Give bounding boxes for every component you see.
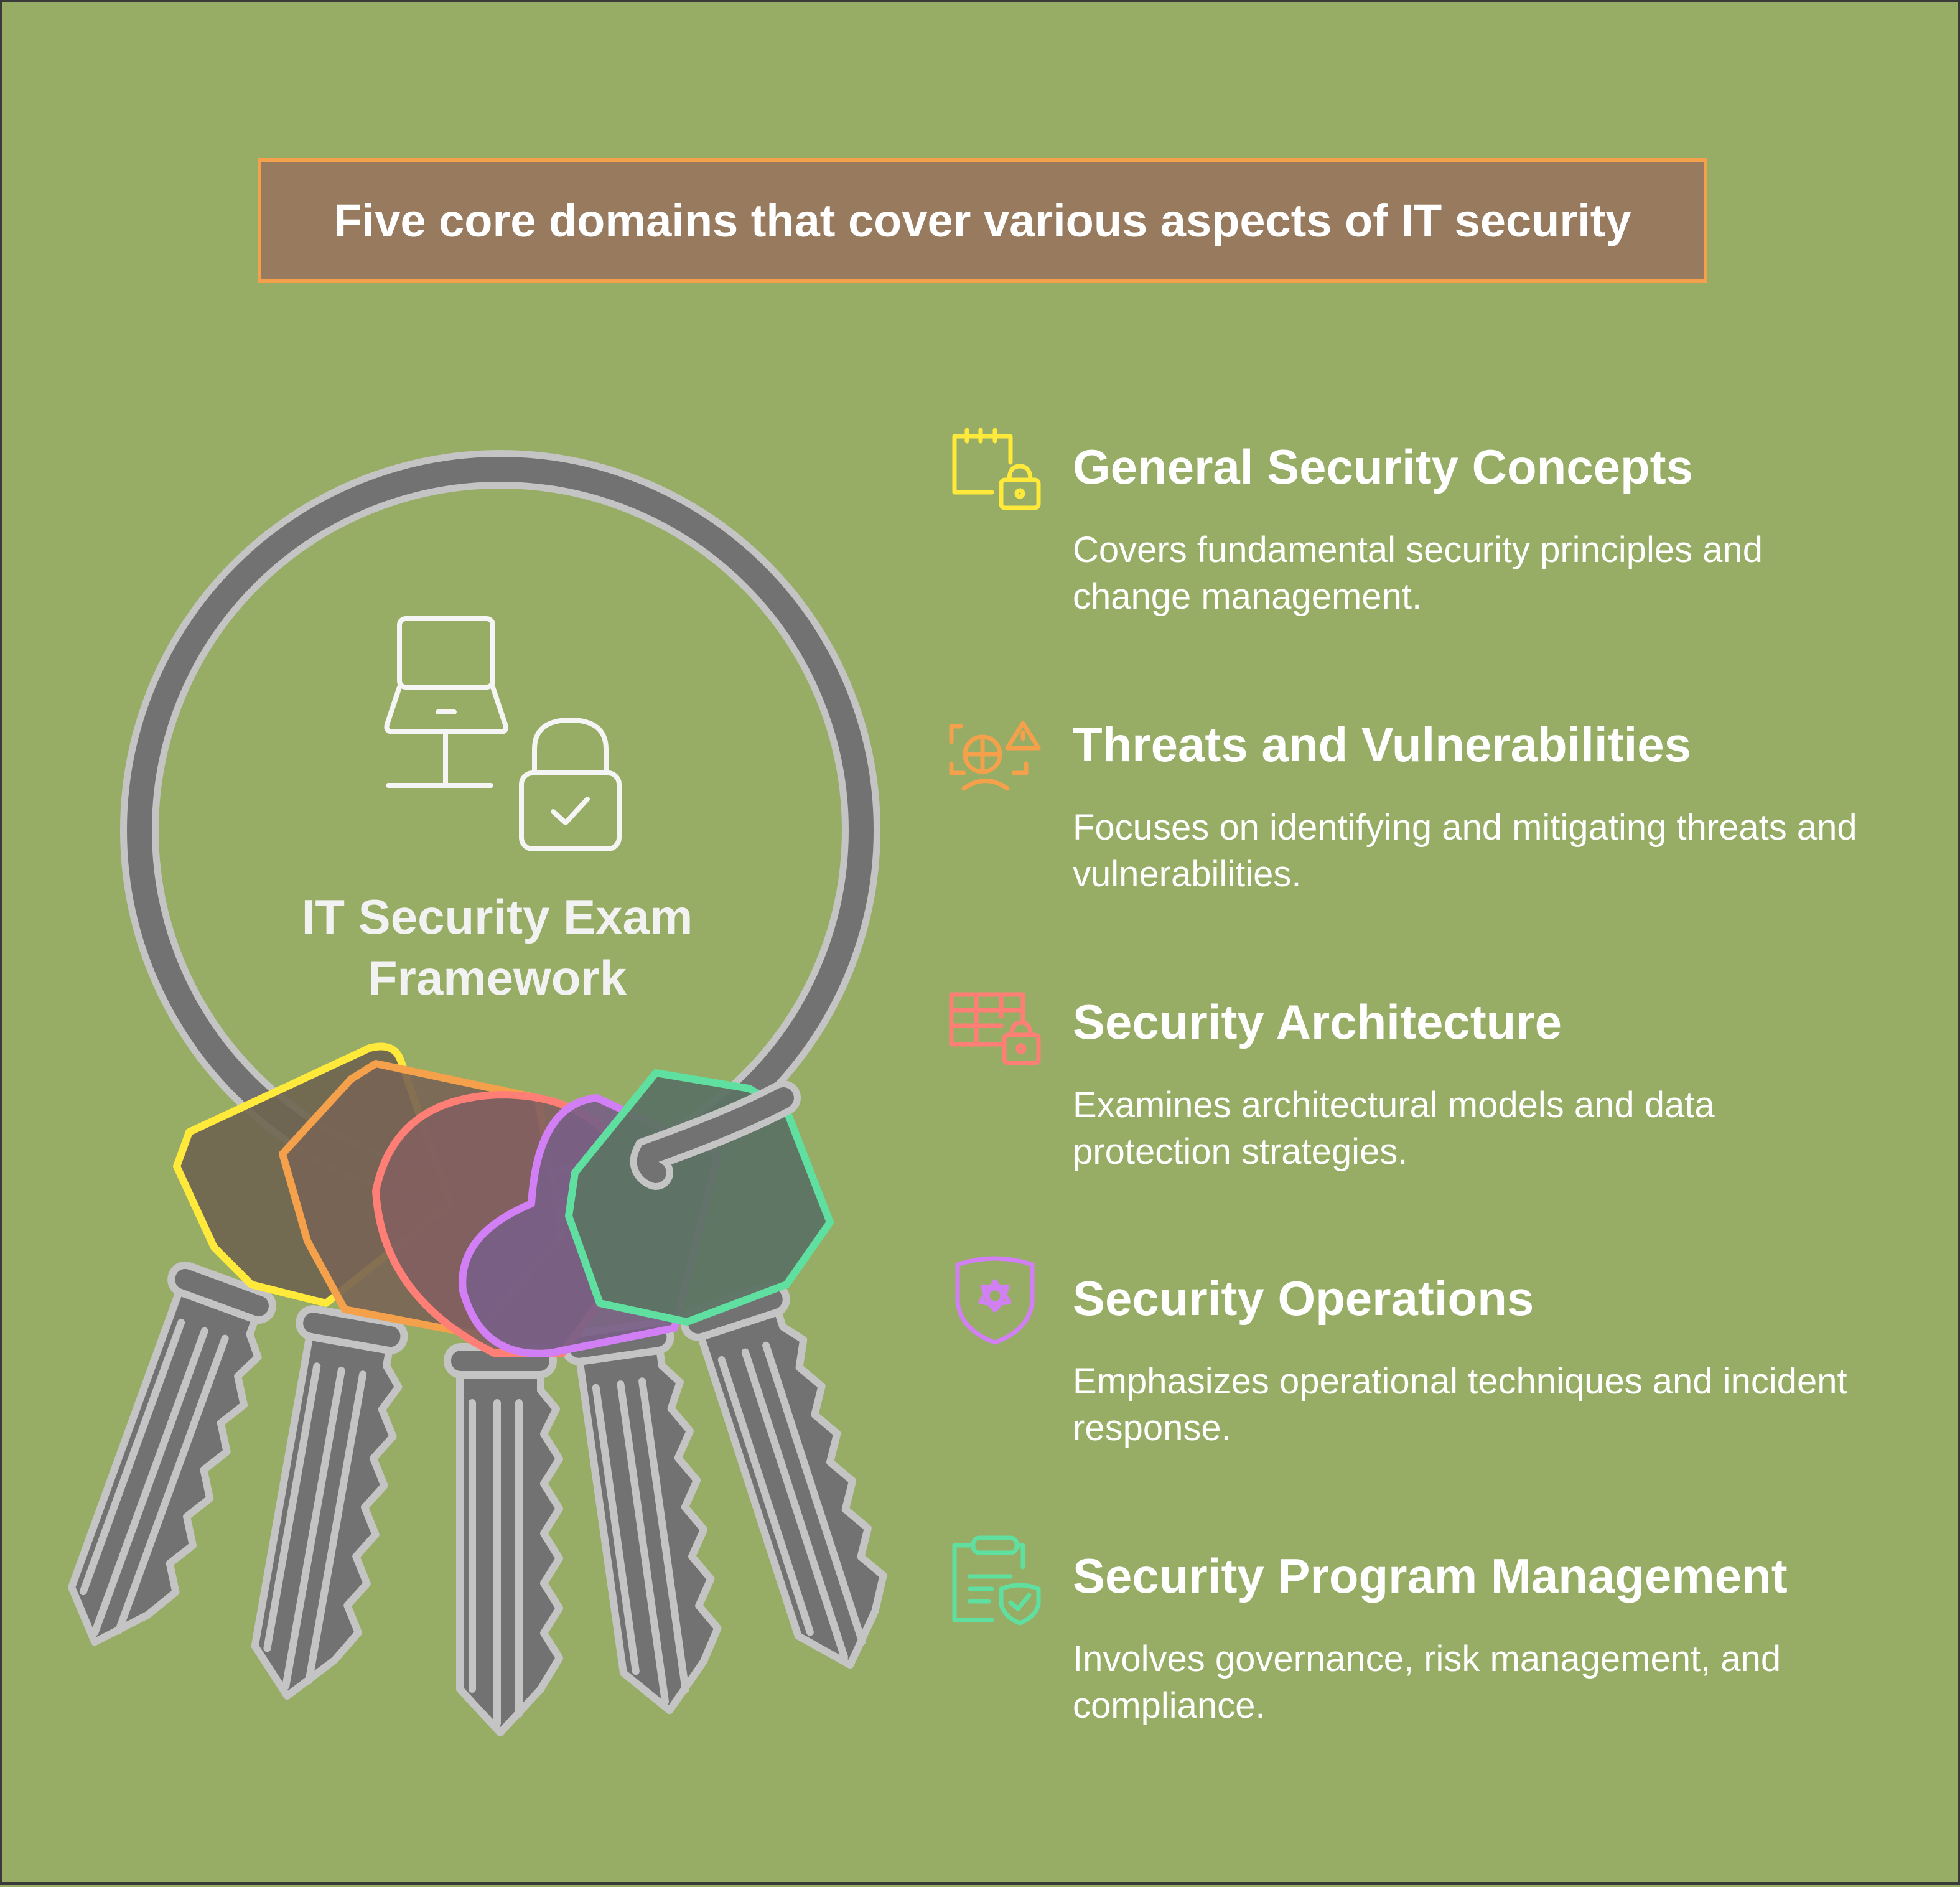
item-description: Focuses on identifying and mitigating th… (1073, 807, 1857, 894)
center-label: IT Security Exam Framework (301, 889, 693, 1005)
padlock-check-icon (519, 718, 622, 851)
item-heading: Security Operations (1073, 1271, 1534, 1326)
threat-scan-icon (949, 721, 1041, 791)
item-heading: Security Program Management (1073, 1548, 1788, 1603)
key-2 (235, 1307, 413, 1707)
item-description: Emphasizes operational techniques and in… (1073, 1361, 1847, 1448)
item-heading: Threats and Vulnerabilities (1073, 717, 1692, 772)
clipboard-shield-icon (952, 1535, 1041, 1626)
item-description: Involves governance, risk management, an… (1073, 1639, 1781, 1726)
table-lock-icon (949, 992, 1041, 1065)
laptop-icon (384, 616, 508, 788)
key-heads (173, 1042, 834, 1357)
key-3 (447, 1347, 559, 1733)
item-heading: Security Architecture (1073, 995, 1562, 1049)
item-description: Examines architectural models and data p… (1073, 1085, 1715, 1172)
item-heading: General Security Concepts (1073, 439, 1694, 494)
item-description: Covers fundamental security principles a… (1073, 530, 1763, 617)
calendar-lock-icon (952, 428, 1041, 510)
key-4 (564, 1320, 729, 1718)
title-banner: Five core domains that cover various asp… (258, 158, 1707, 283)
page-title: Five core domains that cover various asp… (334, 194, 1631, 246)
shield-gear-icon (955, 1256, 1035, 1345)
key-1 (45, 1262, 282, 1662)
